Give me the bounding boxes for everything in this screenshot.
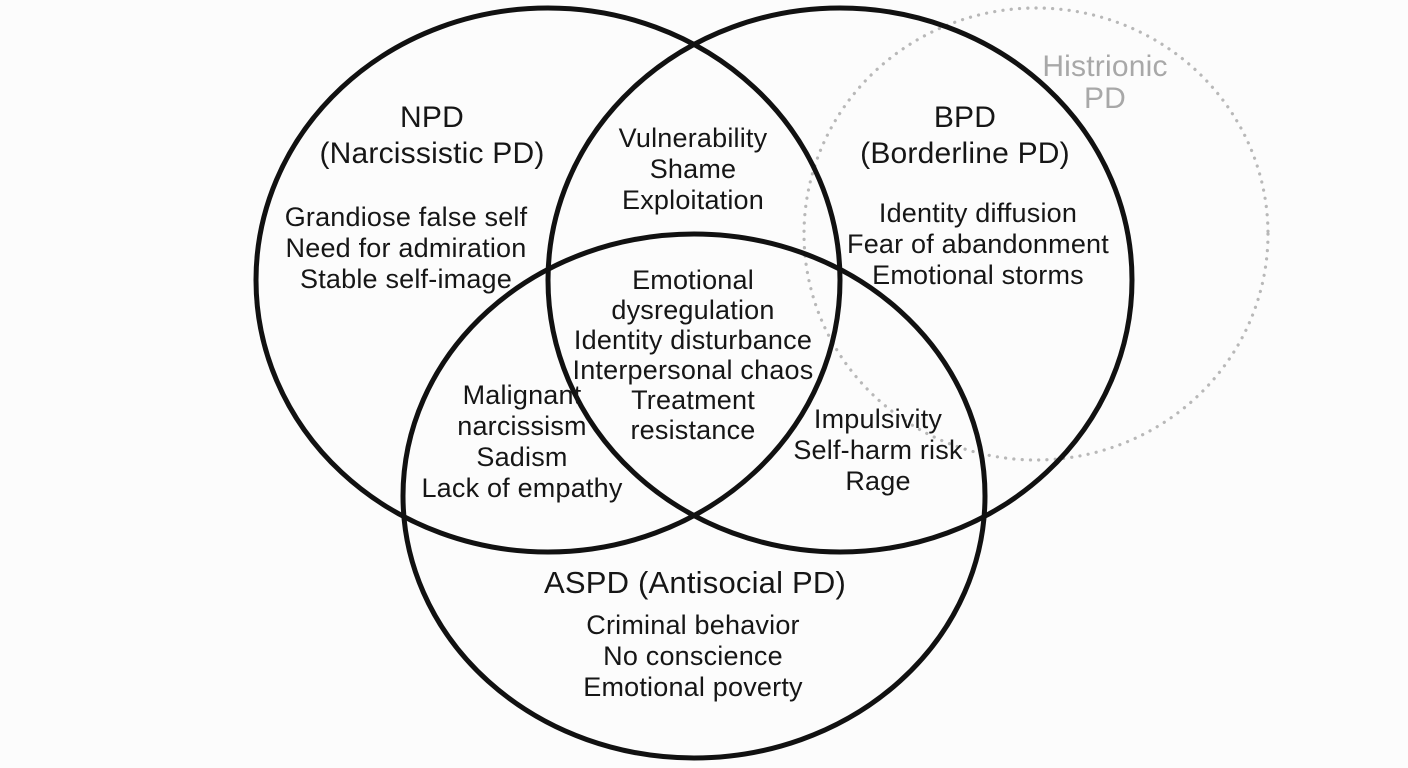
bpd-traits: Identity diffusion Fear of abandonment E… <box>847 198 1109 290</box>
npd-traits: Grandiose false self Need for admiration… <box>284 202 528 294</box>
aspd-title: ASPD (Antisocial PD) <box>543 565 847 600</box>
overlap-npd-aspd: Malignant narcissism Sadism Lack of empa… <box>421 380 623 503</box>
bpd-title-subtitle: (Borderline PD) <box>860 137 1070 170</box>
npd-title-name: NPD <box>400 101 464 134</box>
overlap-npd-bpd: Vulnerability Shame Exploitation <box>618 123 768 215</box>
npd-title-subtitle: (Narcissistic PD) <box>319 137 545 170</box>
overlap-bpd-aspd: Impulsivity Self-harm risk Rage <box>793 404 963 496</box>
overlap-npd-bpd-aspd: Emotional dysregulation Identity disturb… <box>572 265 814 445</box>
aspd-traits: Criminal behavior No conscience Emotiona… <box>583 610 803 702</box>
bpd-circle <box>545 5 1135 555</box>
npd-title: NPD (Narcissistic PD) <box>212 100 652 172</box>
histrionic-label: Histrionic PD <box>1042 50 1168 115</box>
npd-circle <box>253 5 843 555</box>
bpd-title-name: BPD <box>933 101 997 134</box>
histrionic-circle-dotted <box>802 6 1270 462</box>
bpd-title: BPD (Borderline PD) <box>745 100 1185 172</box>
aspd-circle <box>400 231 988 761</box>
